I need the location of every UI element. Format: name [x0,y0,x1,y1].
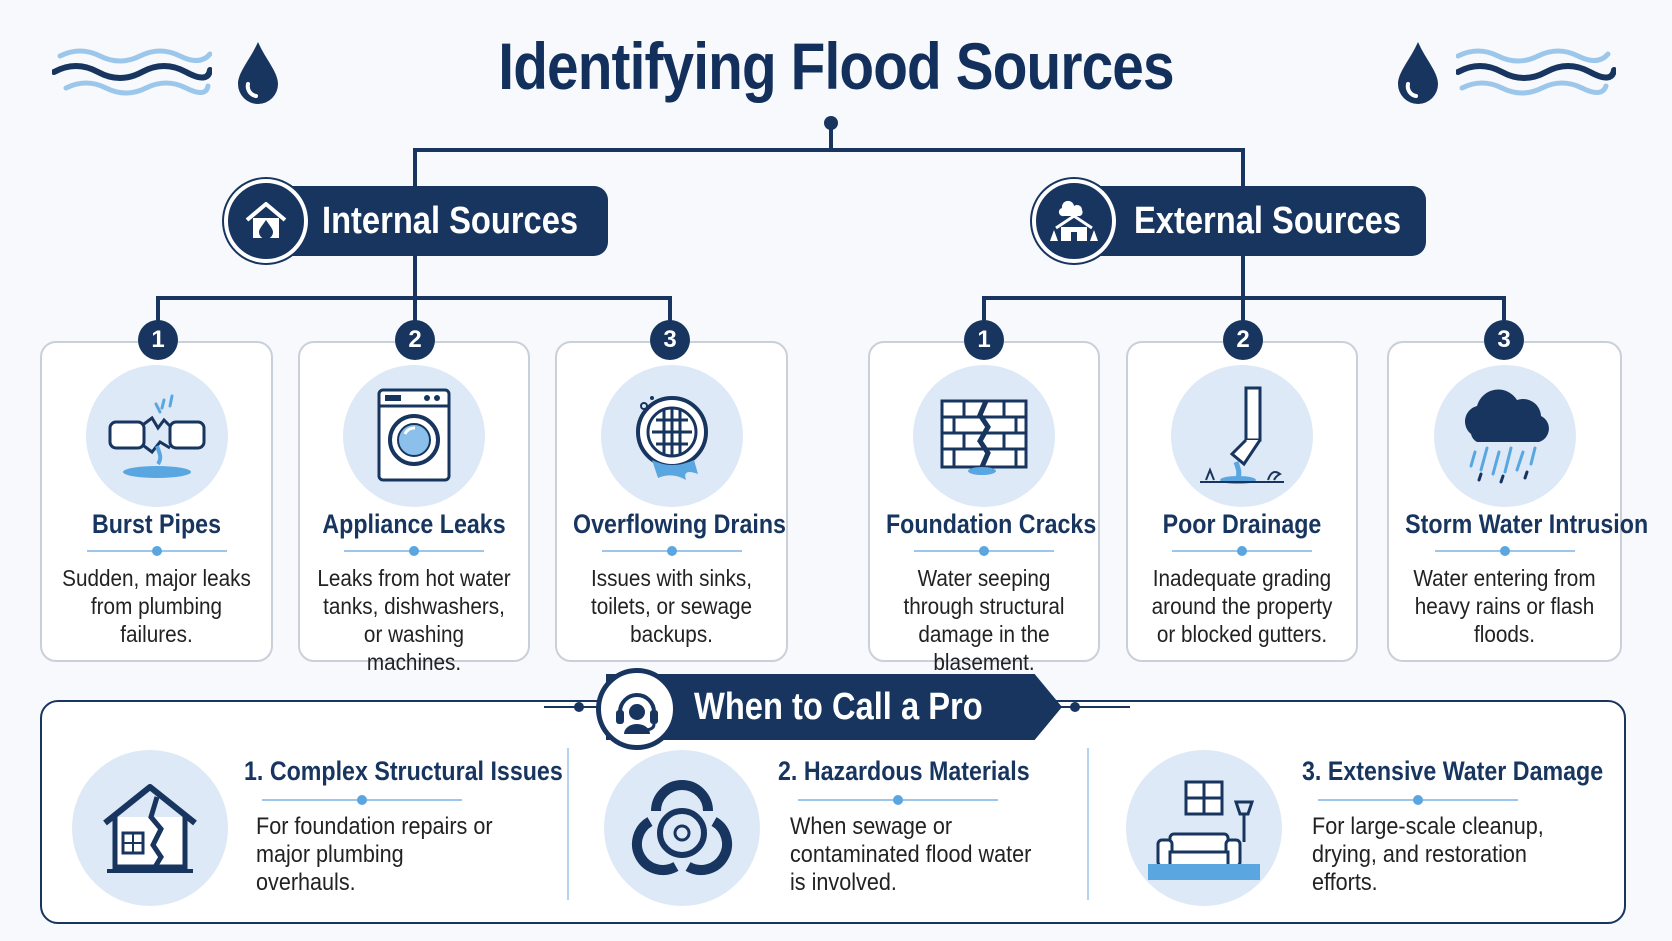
connector [413,296,417,326]
headset-icon [596,668,678,750]
divider [262,795,462,805]
connector [413,148,417,190]
rain-cloud-icon [1433,365,1576,507]
internal-sources-label: Internal Sources [322,199,579,242]
banner-line-right [1060,706,1130,708]
connector [156,296,160,326]
connector [829,118,833,150]
number-badge: 1 [138,320,178,360]
card-title: Poor Drainage [1162,509,1322,539]
source-card: Storm Water Intrusion Water entering fro… [1387,341,1649,662]
pro-item-title: 3. Extensive Water Damage [1302,756,1604,786]
page-title: Identifying Flood Sources [498,29,1174,103]
cracked-house-icon [72,750,228,906]
burst-pipe-icon [85,365,228,507]
divider [344,546,484,556]
house-cloud-icon [1032,179,1116,263]
water-drop-icon [1398,42,1438,104]
pro-item-description: For foundation repairs or major plumbing… [256,813,493,896]
connector-node [824,116,838,130]
pro-item-description: When sewage or contaminated flood water … [790,813,1032,896]
card-description: Sudden, major leaks from plumbing failur… [62,565,251,647]
card-title: Foundation Cracks [885,509,1097,539]
card-title: Storm Water Intrusion [1405,509,1649,539]
banner-node [574,702,584,712]
call-a-pro-banner: When to Call a Pro [606,674,1062,740]
water-drop-icon [238,42,278,104]
biohazard-icon [604,750,760,906]
waves-right-icon [1456,48,1616,96]
card-description: Water entering from heavy rains or flash… [1413,565,1596,647]
pro-item-description: For large-scale cleanup, drying, and res… [1312,813,1544,896]
card-description: Issues with sinks, toilets, or sewage ba… [590,565,753,647]
external-sources-label: External Sources [1134,199,1402,242]
banner-node [1070,702,1080,712]
washing-machine-icon [343,365,485,507]
divider [798,795,998,805]
source-card: Foundation Cracks Water seeping through … [868,341,1100,675]
connector [1502,296,1506,326]
number-badge: 2 [395,320,435,360]
internal-sources-header: Internal Sources [262,186,608,256]
card-title: Burst Pipes [91,509,222,539]
divider [86,546,227,556]
flooded-room-icon [1126,750,1282,906]
source-card: Burst Pipes Sudden, major leaks from plu… [40,341,273,662]
connector [1241,296,1245,326]
connector [413,256,417,298]
card-description: Leaks from hot water tanks, dishwashers,… [317,565,511,675]
divider [601,546,742,556]
external-sources-header: External Sources [1074,186,1426,256]
connector [982,296,986,326]
divider [1434,546,1575,556]
drain-icon [600,365,743,507]
number-badge: 2 [1223,320,1263,360]
source-card: Appliance Leaks Leaks from hot water tan… [298,341,530,675]
number-badge: 1 [964,320,1004,360]
source-card: Poor Drainage Inadequate grading around … [1126,341,1358,662]
separator [1087,748,1089,900]
pro-item-title: 2. Hazardous Materials [778,756,1030,786]
cracked-wall-icon [913,365,1055,507]
divider [914,546,1054,556]
number-badge: 3 [1484,320,1524,360]
card-title: Overflowing Drains [573,509,786,539]
call-a-pro-label: When to Call a Pro [694,685,983,728]
connector [413,148,1245,152]
number-badge: 3 [650,320,690,360]
downspout-icon [1171,365,1313,507]
house-drop-icon [224,179,308,263]
divider [1172,546,1312,556]
waves-left-icon [52,48,212,96]
connector [1241,148,1245,190]
card-description: Inadequate grading around the property o… [1151,565,1333,647]
card-title: Appliance Leaks [322,509,506,539]
divider [1318,795,1518,805]
separator [567,748,569,900]
source-card: Overflowing Drains Issues with sinks, to… [555,341,788,662]
pro-item-title: 1. Complex Structural Issues [244,756,563,786]
card-description: Water seeping through structural damage … [903,565,1065,675]
connector [668,296,672,326]
connector [1241,256,1245,298]
